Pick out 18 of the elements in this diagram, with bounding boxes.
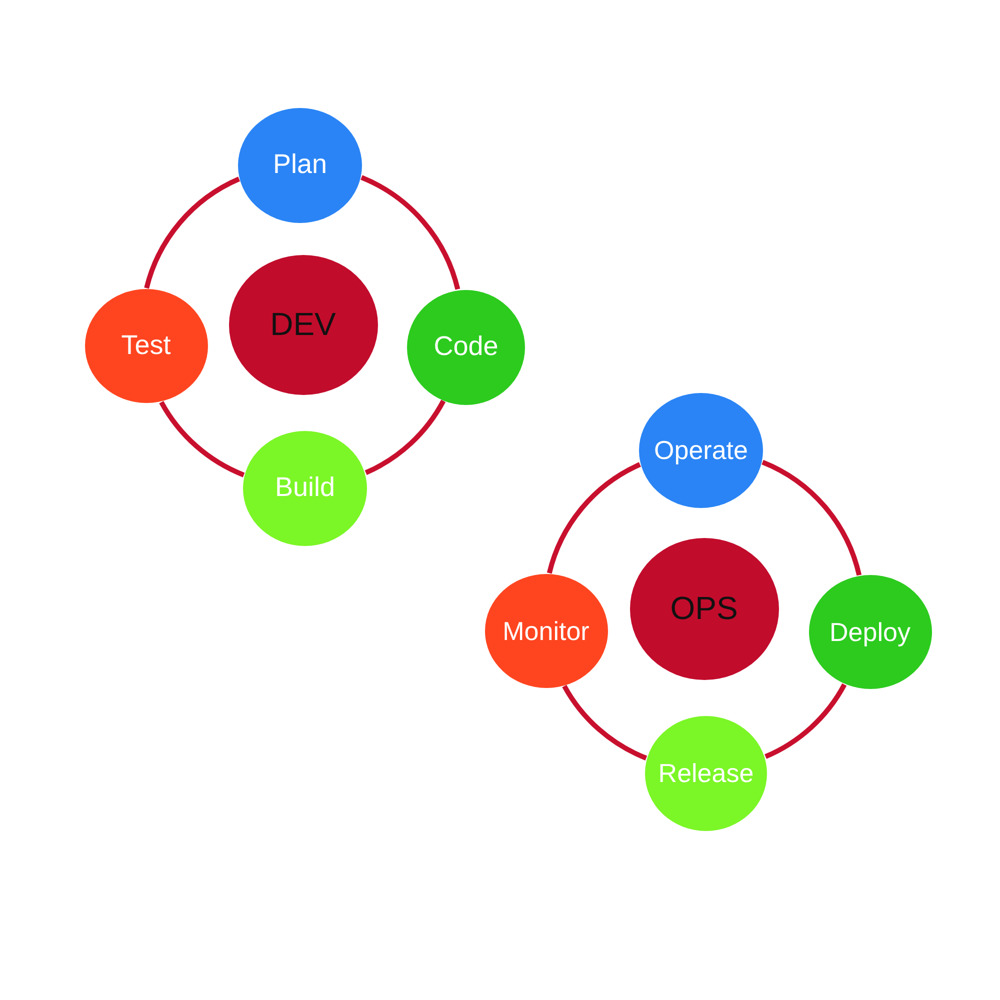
stage-circle: Test	[84, 289, 208, 403]
stage-circle: Release	[645, 716, 767, 830]
ring-arc	[159, 400, 245, 478]
ring-arc	[364, 400, 446, 475]
phase-circle: DEV	[228, 255, 378, 395]
ring-arc	[546, 462, 642, 574]
phase-circle: OPS	[630, 538, 778, 680]
ring-arc	[144, 176, 240, 289]
ring-arc	[360, 175, 460, 290]
stage-circle: Monitor	[484, 574, 608, 688]
ring-arc	[762, 460, 862, 576]
stage-circle: Code	[407, 290, 525, 404]
ring-arc	[764, 683, 847, 759]
ring-arc	[562, 684, 648, 760]
stage-circle: Deploy	[808, 575, 932, 689]
stage-circle: Plan	[238, 108, 362, 222]
stage-circle: Operate	[639, 392, 763, 508]
stage-circle: Build	[243, 430, 367, 546]
